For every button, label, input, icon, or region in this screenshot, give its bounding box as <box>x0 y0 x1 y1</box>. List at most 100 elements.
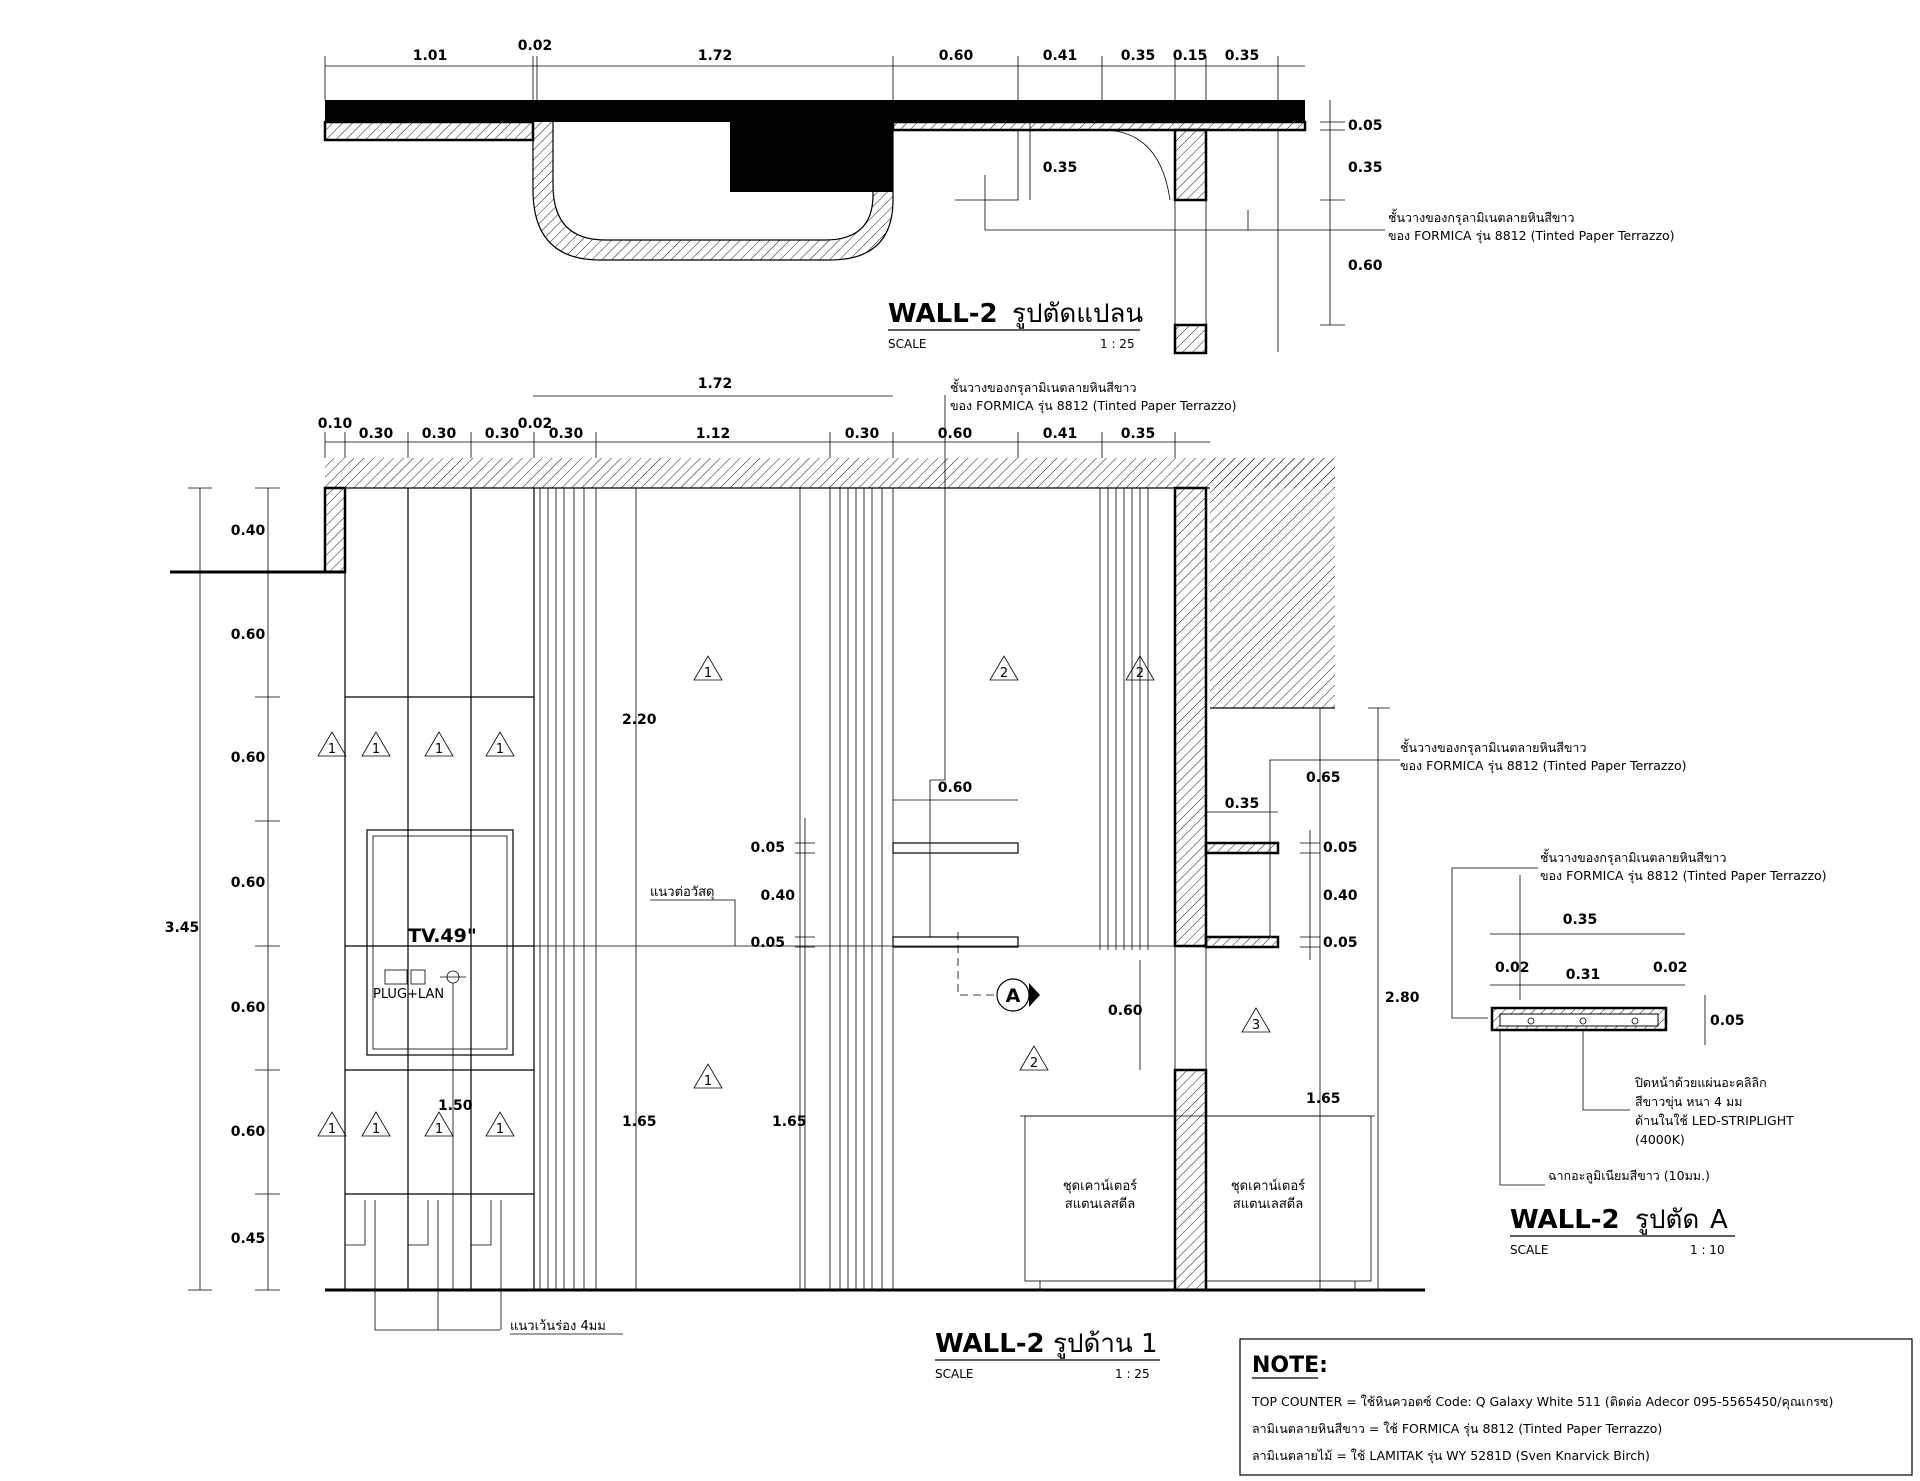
plan-dim-1: 1.01 <box>413 48 448 64</box>
elev-top-dim-4: 0.30 <box>485 426 520 442</box>
plan-title: WALL-2 <box>888 299 998 329</box>
joint-label: แนวต่อวัสดุ <box>650 885 715 900</box>
dim-165-c: 1.65 <box>1306 1091 1341 1107</box>
section-title-letter: A <box>1710 1205 1728 1235</box>
cover-line-2: สีขาวขุ่น หนา 4 มม <box>1635 1094 1742 1110</box>
dim-165-a: 1.65 <box>622 1114 657 1130</box>
counter-right-label-2: สแตนเลสตีล <box>1233 1196 1303 1212</box>
elev-left-dim-3: 0.60 <box>231 750 266 766</box>
section-scale-value: 1 : 10 <box>1690 1243 1725 1257</box>
tag-1: 1 <box>372 1122 380 1137</box>
plan-note-line2: ของ FORMICA รุ่น 8812 (Tinted Paper Terr… <box>1388 228 1675 244</box>
section-title: WALL-2 <box>1510 1205 1620 1235</box>
plan-right-dim-2: 0.35 <box>1348 160 1383 176</box>
counter-left-label-1: ชุดเคาน์เตอร์ <box>1063 1178 1137 1194</box>
lan-socket <box>410 969 426 985</box>
section-note-2: ของ FORMICA รุ่น 8812 (Tinted Paper Terr… <box>1540 868 1827 884</box>
right-shelf-thk-1: 0.05 <box>1323 840 1358 856</box>
channel-label: ฉากอะลูมิเนียมสีขาว (10มม.) <box>1548 1168 1710 1184</box>
tag-1: 1 <box>328 742 336 757</box>
tag-1: 1 <box>435 1122 443 1137</box>
cover-line-4: (4000K) <box>1635 1132 1685 1147</box>
section-title-th: รูปตัด <box>1635 1205 1699 1235</box>
plan-dim-5: 0.41 <box>1043 48 1078 64</box>
elev-top-dim-1: 0.10 <box>318 416 353 432</box>
elev-left-dim-2: 0.60 <box>231 627 266 643</box>
elev-top-dim-5: 0.02 <box>518 416 553 432</box>
elev-top-dim-11: 0.35 <box>1121 426 1156 442</box>
plan-title-th: รูปตัดแปลน <box>1012 299 1143 329</box>
shelf-gap: 0.40 <box>760 888 795 904</box>
elev-title-th: รูปด้าน 1 <box>1053 1329 1158 1359</box>
counter-right-label-1: ชุดเคาน์เตอร์ <box>1231 1178 1305 1194</box>
plan-left-panel <box>323 120 535 142</box>
tag-2: 2 <box>1030 1056 1038 1071</box>
left-shelf-2 <box>892 936 1019 948</box>
dim-150: 1.50 <box>438 1098 473 1114</box>
plan-inner-dim: 0.35 <box>1043 160 1078 176</box>
elev-left-dim-1: 0.40 <box>231 523 266 539</box>
elev-left-dim-7: 0.45 <box>231 1231 266 1247</box>
elev-top-dim-7: 1.12 <box>696 426 731 442</box>
notes-line-2: ลามิเนตลายหินสีขาว = ใช้ FORMICA รุ่น 88… <box>1252 1421 1662 1437</box>
elev-left-dim-5: 0.60 <box>231 1000 266 1016</box>
section-dim-3: 0.31 <box>1566 967 1601 983</box>
elev-top-dim-2: 0.30 <box>359 426 394 442</box>
plan-column <box>1173 128 1208 202</box>
dim-065: 0.65 <box>1306 770 1341 786</box>
tag-1: 1 <box>328 1122 336 1137</box>
tag-1: 1 <box>496 742 504 757</box>
notes-line-1: TOP COUNTER = ใช้หินควอตซ์ Code: Q Galax… <box>1251 1394 1833 1410</box>
elev-shelf-note-1: ชั้นวางของกรุลามิเนตลายหินสีขาว <box>950 378 1136 396</box>
plan-top-slab <box>325 100 1305 122</box>
tag-1: 1 <box>372 742 380 757</box>
elev-top-dim-10: 0.41 <box>1043 426 1078 442</box>
elev-right-column-upper <box>1173 486 1208 948</box>
tv-label: TV.49" <box>408 925 477 947</box>
cover-line-3: ด้านในใช้ LED-STRIPLIGHT <box>1635 1113 1794 1128</box>
plan-dim-7: 0.15 <box>1173 48 1208 64</box>
tv-screen <box>366 829 514 1056</box>
plan-dim-2: 0.02 <box>518 38 553 54</box>
dim-220: 2.20 <box>622 712 657 728</box>
section-dim-5: 0.05 <box>1710 1013 1745 1029</box>
plan-view: 1.01 0.02 1.72 0.60 0.41 0.35 0.15 0.35 … <box>323 38 1675 355</box>
elev-top-dim-3: 0.30 <box>422 426 457 442</box>
tag-1: 1 <box>496 1122 504 1137</box>
right-shelf-2 <box>1204 935 1280 949</box>
notes-line-3: ลามิเนตลายไม้ = ใช้ LAMITAK รุ่น WY 5281… <box>1252 1448 1650 1464</box>
elev-scale-value: 1 : 25 <box>1115 1367 1150 1381</box>
right-shelf-1 <box>1204 841 1280 855</box>
shelf-thk-2: 0.05 <box>750 935 785 951</box>
elev-right-note-2: ของ FORMICA รุ่น 8812 (Tinted Paper Terr… <box>1400 758 1687 774</box>
elev-top-dim-9: 0.60 <box>938 426 973 442</box>
elev-left-dim-6: 0.60 <box>231 1124 266 1140</box>
section-scale-label: SCALE <box>1510 1243 1548 1257</box>
section-dim-2: 0.02 <box>1495 960 1530 976</box>
plug-label: PLUG+LAN <box>373 987 444 1002</box>
plug-socket <box>384 969 408 985</box>
plan-dim-4: 0.60 <box>939 48 974 64</box>
plan-note-line1: ชั้นวางของกรุลามิเนตลายหินสีขาว <box>1388 208 1574 226</box>
section-dim-1: 0.35 <box>1563 912 1598 928</box>
plan-scale-label: SCALE <box>888 337 926 351</box>
elev-left-wall <box>323 486 347 574</box>
section-dim-4: 0.02 <box>1653 960 1688 976</box>
notes-box: NOTE: TOP COUNTER = ใช้หินควอตซ์ Code: Q… <box>1239 1338 1913 1476</box>
plan-block <box>730 122 893 192</box>
elev-right-note-1: ชั้นวางของกรุลามิเนตลายหินสีขาว <box>1400 738 1586 756</box>
tag-1: 1 <box>435 742 443 757</box>
tag-2: 2 <box>1000 666 1008 681</box>
right-shelf-width-dim: 0.35 <box>1225 796 1260 812</box>
plan-dim-3: 1.72 <box>698 48 733 64</box>
tag-1: 1 <box>704 666 712 681</box>
counter-left-label-2: สแตนเลสตีล <box>1065 1196 1135 1212</box>
right-shelf-thk-2: 0.05 <box>1323 935 1358 951</box>
right-shelf-gap: 0.40 <box>1323 888 1358 904</box>
cabinet-gap-dim: 0.60 <box>1108 1003 1143 1019</box>
section-a-detail: ชั้นวางของกรุลามิเนตลายหินสีขาว ของ FORM… <box>1451 848 1827 1257</box>
section-marker-label: A <box>1006 985 1021 1007</box>
notes-heading: NOTE: <box>1252 1353 1328 1378</box>
plan-right-dim-1: 0.05 <box>1348 118 1383 134</box>
shelf-thk-1: 0.05 <box>750 840 785 856</box>
